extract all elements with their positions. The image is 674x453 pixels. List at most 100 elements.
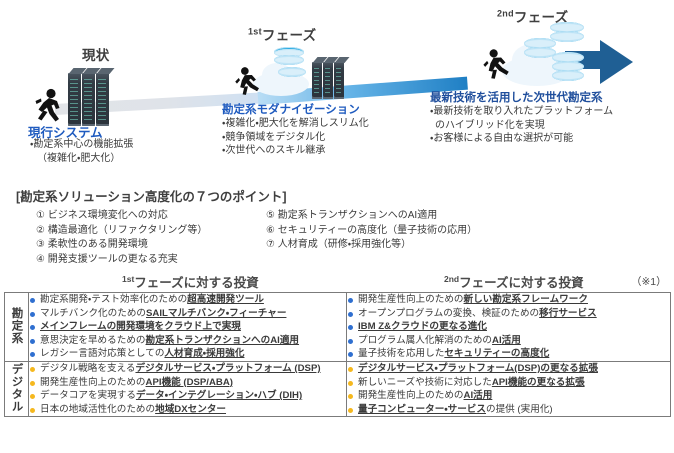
emphasis-text: API機能の更なる拡張 [491, 376, 585, 388]
column-header-phase1-label: フェーズに対する投資 [134, 276, 259, 290]
investment-table-section: 1stフェーズに対する投資 2ndフェーズに対する投資 （※1） 勘定系 勘定系… [4, 270, 671, 418]
stage-heading-phase1: 勘定系モダナイゼーション [222, 104, 360, 116]
row-label-text: デジタル [10, 362, 23, 413]
stage-bullets-phase2: ・最新技術を取り入れたプラットフォーム のハイブリッド化を実現 ・お客様による自… [430, 105, 613, 146]
list-item: 量子コンピューター・サービスの提供 (実用化) [347, 403, 670, 417]
seven-points-left-column: ① ビジネス環境変化への対応 ② 構造最適化（リファクタリング等） ③ 柔軟性の… [36, 209, 207, 267]
seven-points-section: [勘定系ソリューション高度化の７つのポイント] ① ビジネス環境変化への対応 ②… [0, 186, 674, 268]
column-header-phase2-label: フェーズに対する投資 [459, 276, 584, 290]
footnote-marker: （※1） [631, 276, 667, 288]
list-item: メインフレームの開発環境をクラウド上で実現 [29, 320, 346, 334]
column-header-phase1: 1stフェーズに対する投資 [122, 272, 259, 291]
bullet-text: のハイブリッド化を実現 [435, 119, 545, 131]
disk-c2-cap [552, 62, 584, 71]
list-item: 勘定系開発・テスト効率化のための超高速開発ツール [29, 293, 346, 307]
phase-title-phase2: 2ndフェーズ [497, 6, 568, 26]
investment-column-headers: 1stフェーズに対する投資 2ndフェーズに対する投資 （※1） [4, 270, 670, 292]
bullet-text: ・次世代へのスキル継承 [222, 145, 326, 156]
bullet-text: ・競争領域をデジタル化 [222, 131, 326, 143]
plain-text: 開発生産性向上のための [358, 294, 464, 305]
list-item: レガシー言語対応策としての人材育成・採用強化 [29, 347, 346, 361]
stage-heading-current: 現行システム [28, 126, 103, 140]
point-item: ③ 柔軟性のある開発環境 [36, 239, 148, 250]
stage-heading-phase2: 最新技術を活用した次世代勘定系 [430, 92, 603, 104]
column-header-phase2-sup: 2nd [444, 273, 460, 284]
table-row: 勘定系 勘定系開発・テスト効率化のための超高速開発ツールマルチバンク化のためのS… [4, 292, 671, 362]
point-item: ① ビジネス環境変化への対応 [36, 210, 168, 221]
investment-table: 勘定系 勘定系開発・テスト効率化のための超高速開発ツールマルチバンク化のためのS… [4, 292, 671, 418]
emphasis-text: デジタルサービス・プラットフォーム (DSP) [135, 362, 321, 374]
bullet-text: ・お客様による自由な選択が可能 [430, 133, 574, 144]
plain-text: マルチバンク化のための [40, 307, 147, 319]
list-item: 日本の地域活性化のための地域DXセンター [29, 403, 346, 417]
list-item: 新しいニーズや技術に対応したAPI機能の更なる拡張 [347, 376, 670, 390]
bullet-text: ・最新技術を取り入れたプラットフォーム [430, 106, 614, 117]
disk-c3-cap [552, 71, 584, 80]
emphasis-text: API機能 (DSP/ABA) [145, 376, 233, 388]
point-item: ⑤ 勘定系トランザクションへのAI適用 [266, 210, 438, 221]
bullet-list: 開発生産性向上のための新しい勘定系フレームワークオープンプログラムの変換、検証の… [347, 293, 670, 361]
plain-text: デジタル戦略を支える [40, 362, 136, 374]
row-label-text: 勘定系 [10, 306, 23, 345]
point-item: ⑥ セキュリティーの高度化（量子技術の応用） [266, 224, 478, 236]
phase-title-phase1: 1stフェーズ [248, 24, 316, 44]
plain-text: 日本の地域活性化のための [40, 403, 156, 415]
phase-title-current: 現状 [82, 44, 110, 64]
emphasis-text: デジタルサービス・プラットフォーム(DSP)の更なる拡張 [358, 362, 598, 374]
disk-cap3 [278, 68, 306, 76]
phase-label-current: 現状 [82, 48, 110, 63]
emphasis-text: 新しい勘定系フレームワーク [463, 294, 588, 305]
point-item: ④ 開発支援ツールの更なる充実 [36, 253, 178, 265]
list-item: 開発生産性向上のためのAI活用 [347, 389, 670, 403]
plain-text: 開発生産性向上のための [40, 376, 146, 388]
disk-b2-cap [524, 48, 556, 57]
list-item: 開発生産性向上のための新しい勘定系フレームワーク [347, 293, 670, 307]
list-item: IBM Z&クラウドの更なる進化 [347, 320, 670, 334]
list-item: オープンプログラムの変換、検証のための移行サービス [347, 307, 670, 321]
running-person-icon-phase1 [235, 67, 260, 95]
list-item: デジタル戦略を支えるデジタルサービス・プラットフォーム (DSP) [29, 362, 346, 376]
emphasis-text: AI活用 [492, 334, 521, 346]
emphasis-text: 移行サービス [539, 307, 597, 319]
bullet-list: 勘定系開発・テスト効率化のための超高速開発ツールマルチバンク化のためのSAILマ… [29, 293, 346, 361]
roadmap-diagram: 現状 現行システム ・勘定系中心の機能拡張 （複雑化・肥大化） 1stフェーズ [0, 0, 674, 183]
list-item: デジタルサービス・プラットフォーム(DSP)の更なる拡張 [347, 362, 670, 376]
right-arrow-icon [600, 40, 633, 84]
server-rack-icon-current [68, 68, 115, 126]
emphasis-text: IBM Z&クラウドの更なる進化 [358, 321, 487, 333]
disk-a2-cap [550, 32, 584, 41]
stage-bullets-current: ・勘定系中心の機能拡張 （複雑化・肥大化） [30, 138, 133, 165]
column-header-phase2: 2ndフェーズに対する投資 [444, 272, 584, 291]
plain-text: の提供 (実用化) [485, 403, 553, 415]
point-item: ⑦ 人材育成（研修・採用強化等） [266, 239, 412, 250]
cell-digital-phase2: デジタルサービス・プラットフォーム(DSP)の更なる拡張新しいニーズや技術に対応… [346, 360, 671, 418]
row-label-digital: デジタル [4, 360, 29, 418]
cell-digital-phase1: デジタル戦略を支えるデジタルサービス・プラットフォーム (DSP)開発生産性向上… [28, 360, 347, 418]
cell-kanjokei-phase1: 勘定系開発・テスト効率化のための超高速開発ツールマルチバンク化のためのSAILマ… [28, 292, 347, 362]
emphasis-text: メインフレームの開発環境をクラウド上で実現 [40, 321, 241, 333]
disk-b1-cap [524, 39, 556, 48]
bullet-text: （複雑化・肥大化） [37, 152, 121, 164]
emphasis-text: データ・インテグレーション・ハブ (DIH) [135, 390, 303, 402]
disk-a1-cap [550, 23, 584, 32]
emphasis-text: 量子コンピューター・サービス [358, 403, 486, 415]
emphasis-text: 勘定系トランザクションへのAI適用 [145, 334, 300, 346]
emphasis-text: 人材育成・採用強化 [164, 348, 245, 360]
disk-cap2 [274, 56, 304, 64]
table-row: デジタル デジタル戦略を支えるデジタルサービス・プラットフォーム (DSP)開発… [4, 360, 671, 418]
emphasis-text: セキュリティーの高度化 [444, 348, 550, 360]
phase-sup-phase2: 2nd [497, 8, 514, 19]
plain-text: 意思決定を早めるための [40, 334, 146, 346]
disk-cap [274, 49, 304, 57]
plain-text: 新しいニーズや技術に対応した [358, 376, 492, 388]
emphasis-text: SAILマルチバンク・フィーチャー [146, 307, 287, 319]
disk-c1-cap [552, 53, 584, 62]
phase-label-phase1: フェーズ [261, 28, 317, 43]
point-item: ② 構造最適化（リファクタリング等） [36, 224, 208, 236]
running-person-icon-current [35, 88, 60, 122]
emphasis-text: 地域DXセンター [155, 403, 227, 415]
list-item: マルチバンク化のためのSAILマルチバンク・フィーチャー [29, 307, 346, 321]
phase-sup-phase1: 1st [248, 26, 262, 37]
bullet-list: デジタル戦略を支えるデジタルサービス・プラットフォーム (DSP)開発生産性向上… [29, 362, 346, 416]
plain-text: 量子技術を応用した [358, 348, 445, 360]
